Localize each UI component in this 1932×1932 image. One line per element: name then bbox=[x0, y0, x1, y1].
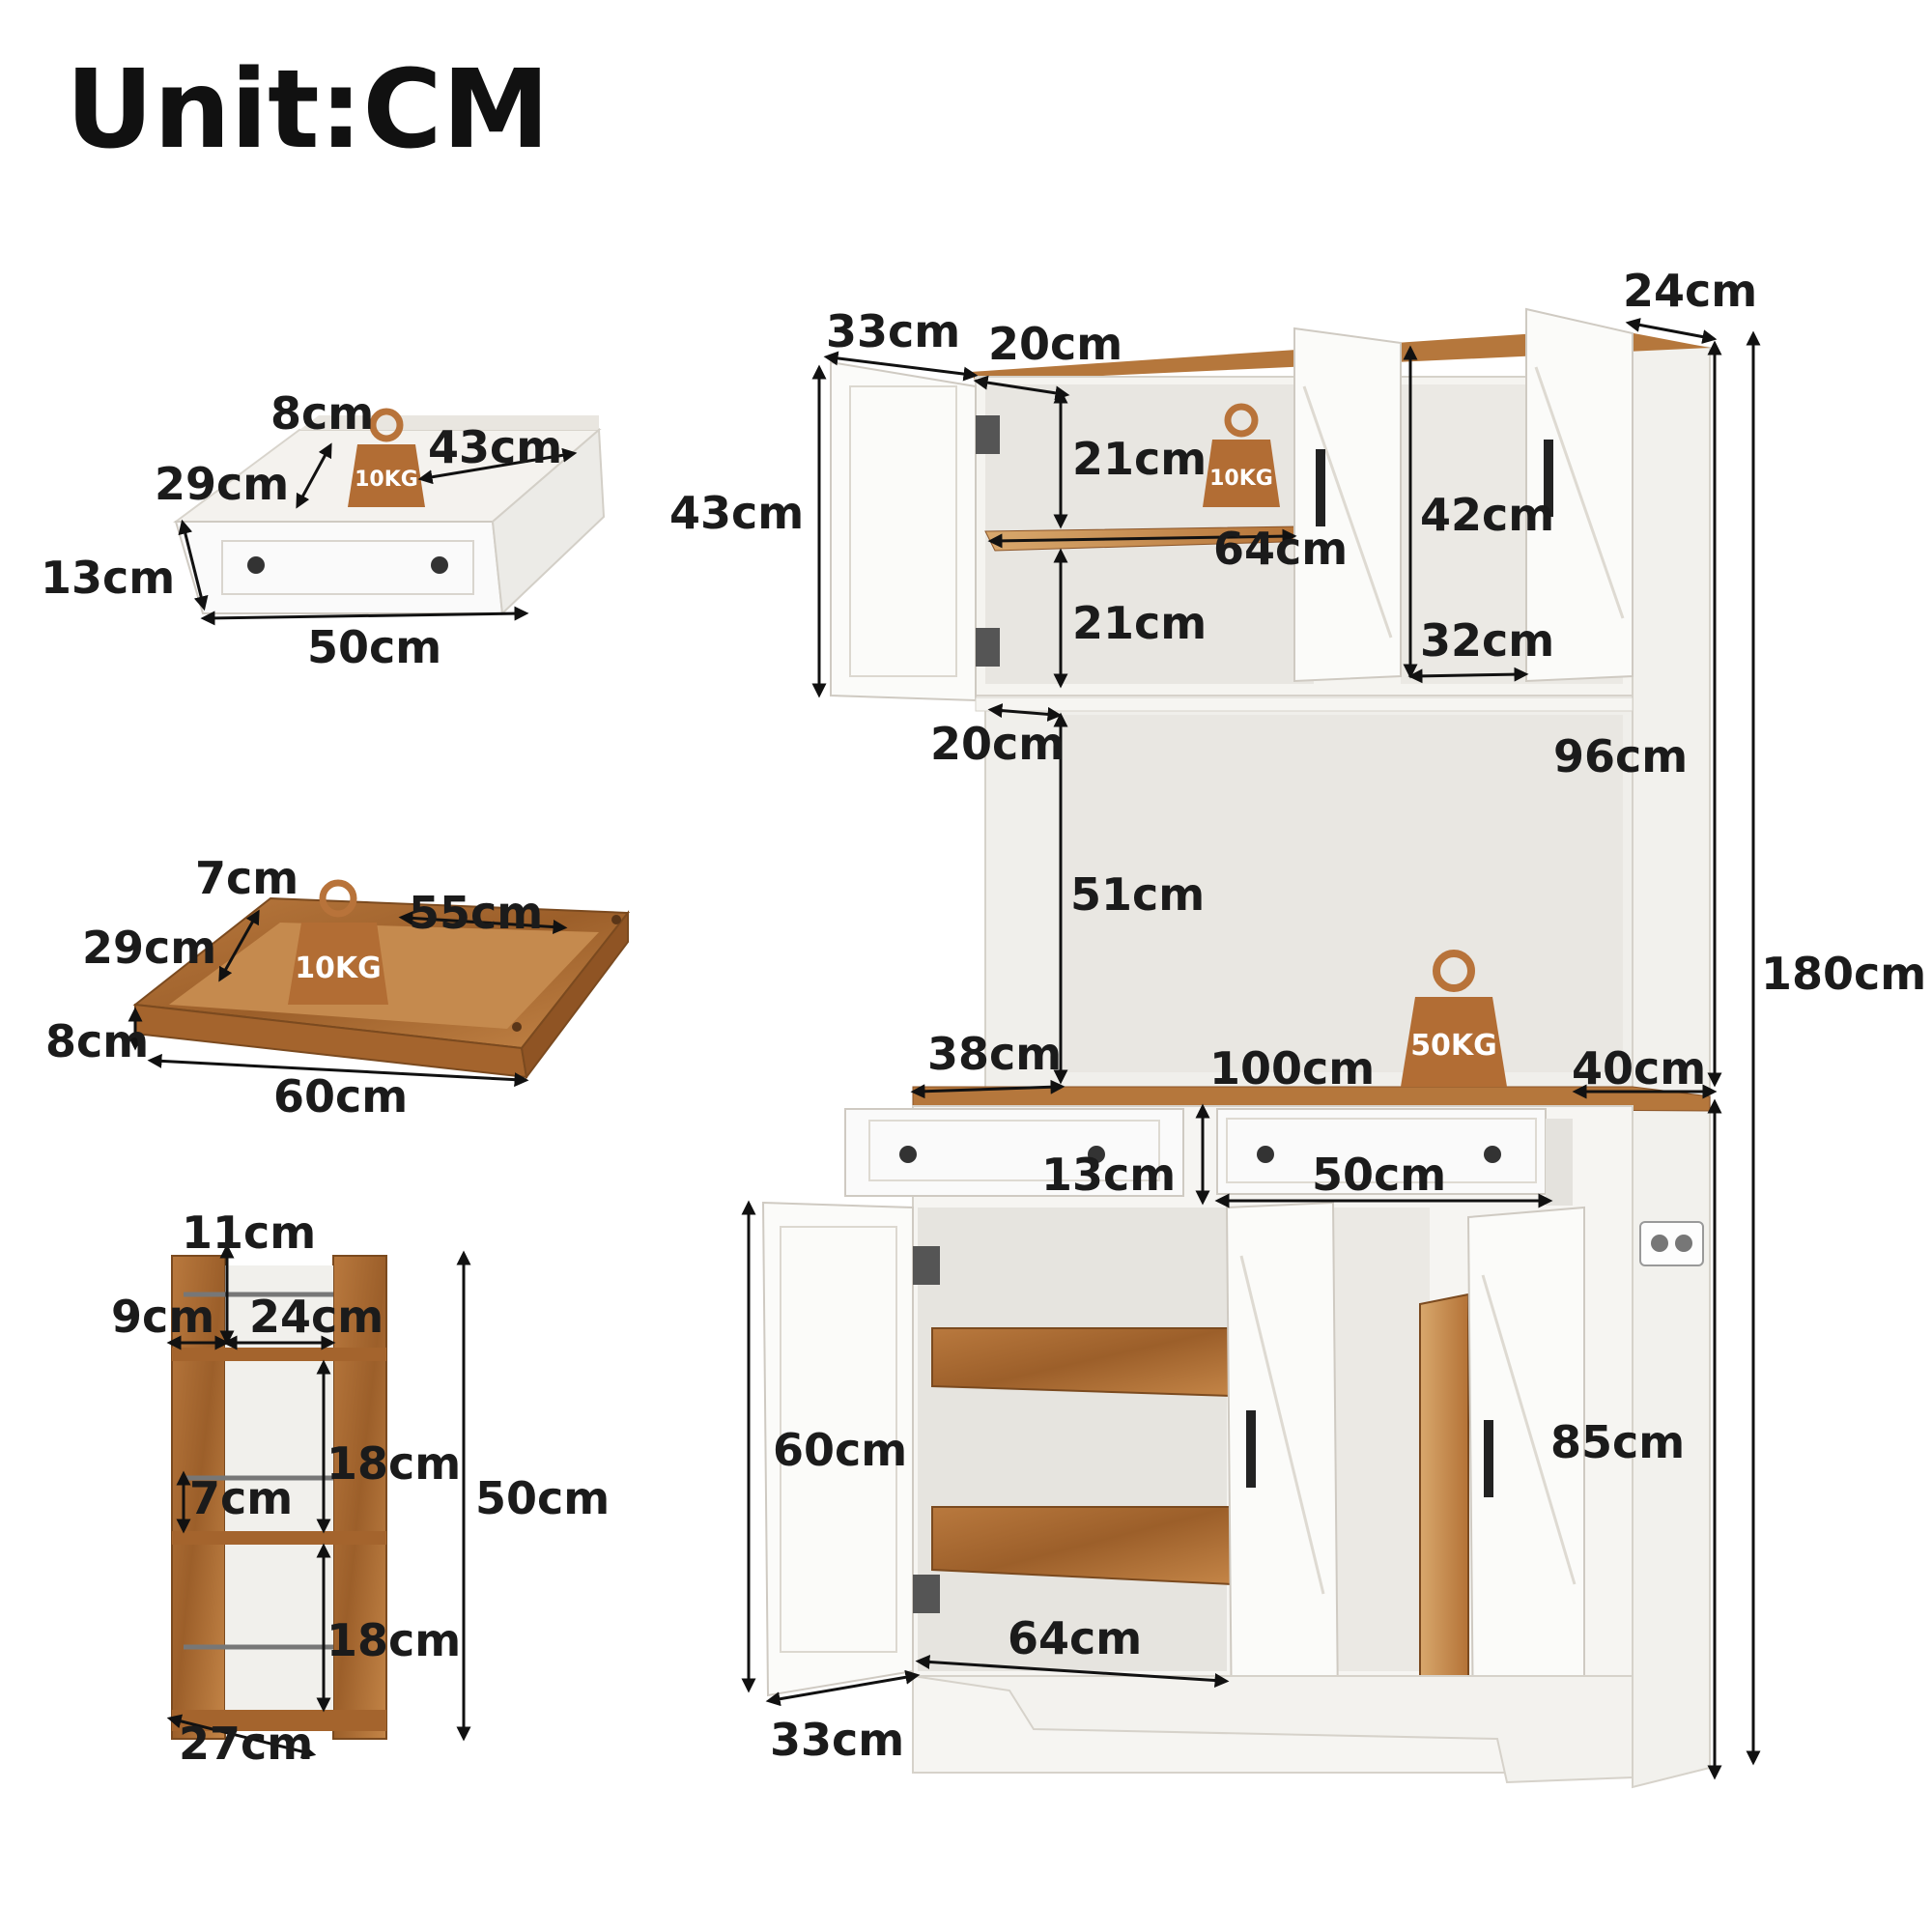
rack-depth-label: 27cm bbox=[179, 1718, 314, 1770]
rack-gap-label: 7cm bbox=[189, 1472, 294, 1524]
right-width-arrow bbox=[1407, 667, 1529, 684]
rack-shelf2-label: 18cm bbox=[327, 1614, 462, 1666]
upper-weight-icon: 10KG bbox=[1203, 403, 1280, 507]
rack-left-label: 9cm bbox=[111, 1291, 215, 1343]
inner-depth-label: 20cm bbox=[988, 318, 1123, 370]
tray-weight-icon: 10KG bbox=[288, 879, 388, 1005]
drawer-side-label: 13cm bbox=[41, 552, 176, 604]
drawer-height-label-cabinet: 13cm bbox=[1041, 1149, 1177, 1201]
drawer-side-arrow bbox=[178, 519, 209, 611]
rack-shelf1-label: 18cm bbox=[327, 1437, 462, 1490]
shelf-top-label: 21cm bbox=[1072, 433, 1208, 485]
tray-weight-text: 10KG bbox=[295, 952, 382, 985]
rack-top-label: 11cm bbox=[182, 1207, 317, 1259]
rack-height-label: 50cm bbox=[475, 1472, 611, 1524]
tray-width-arrow bbox=[147, 1053, 529, 1088]
lower-right-height-label: 85cm bbox=[1550, 1416, 1686, 1468]
drawer-length-arrow bbox=[417, 447, 578, 485]
page-title: Unit:CM bbox=[66, 47, 551, 173]
lower-door-depth-label: 33cm bbox=[770, 1714, 905, 1766]
right-width-label: 32cm bbox=[1420, 614, 1555, 667]
rack-inner-label: 24cm bbox=[249, 1291, 384, 1343]
counter-depth-left-arrow bbox=[910, 1079, 1065, 1099]
rack-depth-arrow bbox=[166, 1714, 317, 1759]
door-depth-arrow bbox=[823, 351, 979, 382]
tray-side-label: 8cm bbox=[45, 1015, 150, 1067]
drawer-height-label: 8cm bbox=[270, 387, 375, 440]
drawer-depth-arrow bbox=[296, 442, 332, 509]
shelf-bottom-label: 21cm bbox=[1072, 597, 1208, 649]
cabinet-illustration bbox=[761, 307, 1711, 1789]
tray-width-label: 60cm bbox=[273, 1070, 409, 1122]
top-depth-arrow bbox=[1625, 318, 1718, 344]
total-height-label: 180cm bbox=[1761, 948, 1927, 1000]
drawer-weight-icon: 10KG bbox=[348, 408, 425, 507]
hutch-side-label: 96cm bbox=[1553, 730, 1689, 782]
top-depth-label: 24cm bbox=[1623, 265, 1758, 317]
drawer-length-label: 43cm bbox=[428, 421, 563, 473]
tray-length-arrow bbox=[398, 910, 568, 935]
upper-left-height-label: 43cm bbox=[669, 487, 805, 539]
door-depth-label: 33cm bbox=[826, 305, 961, 357]
upper-width-label: 64cm bbox=[1213, 523, 1349, 575]
opening-height-label: 51cm bbox=[1070, 868, 1206, 921]
drawer-width-label: 50cm bbox=[307, 621, 442, 673]
lower-width-label: 64cm bbox=[1008, 1612, 1143, 1664]
drawer-depth-label: 29cm bbox=[155, 458, 290, 510]
inner-depth-arrow bbox=[973, 375, 1070, 401]
tray-length-label: 55cm bbox=[409, 887, 544, 939]
hutch-gap-arrow bbox=[987, 703, 1063, 722]
upper-width-arrow bbox=[987, 528, 1297, 549]
tray-depth-label: 29cm bbox=[82, 922, 217, 974]
lower-door-depth-arrow bbox=[765, 1669, 921, 1707]
drawer-width-arrow bbox=[200, 606, 529, 626]
counter-depth-right-label: 40cm bbox=[1572, 1042, 1707, 1094]
lower-left-height-label: 60cm bbox=[773, 1424, 908, 1476]
lower-width-arrow bbox=[915, 1654, 1230, 1689]
counter-weight-text: 50KG bbox=[1410, 1029, 1497, 1063]
right-height-label: 42cm bbox=[1420, 489, 1555, 541]
drawer-weight-text: 10KG bbox=[355, 468, 418, 492]
upper-weight-text: 10KG bbox=[1209, 467, 1273, 491]
hutch-gap-label: 20cm bbox=[930, 718, 1065, 770]
tray-depth-arrow bbox=[218, 909, 260, 982]
counter-weight-icon: 50KG bbox=[1401, 950, 1507, 1087]
counter-depth-left-label: 38cm bbox=[927, 1028, 1063, 1080]
drawer-width-label-cabinet: 50cm bbox=[1312, 1149, 1447, 1201]
counter-width-label: 100cm bbox=[1209, 1042, 1376, 1094]
tray-height-label: 7cm bbox=[195, 852, 299, 904]
